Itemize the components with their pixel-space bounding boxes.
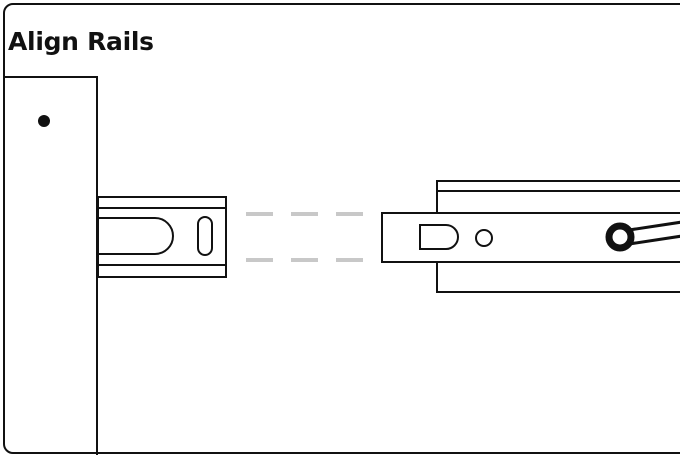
page-title: Align Rails xyxy=(8,27,154,56)
rail-slot-left xyxy=(98,217,174,255)
slide-rail-icon xyxy=(381,180,680,293)
rail-icon xyxy=(97,196,227,278)
rack-post-icon xyxy=(38,77,98,455)
latch-icon xyxy=(605,220,680,252)
alignment-guides xyxy=(246,212,364,262)
slide-d-hole xyxy=(419,224,459,250)
slide-round-hole xyxy=(475,229,493,247)
rail-slot-right xyxy=(197,216,213,256)
mounting-hole-dot xyxy=(38,115,50,127)
